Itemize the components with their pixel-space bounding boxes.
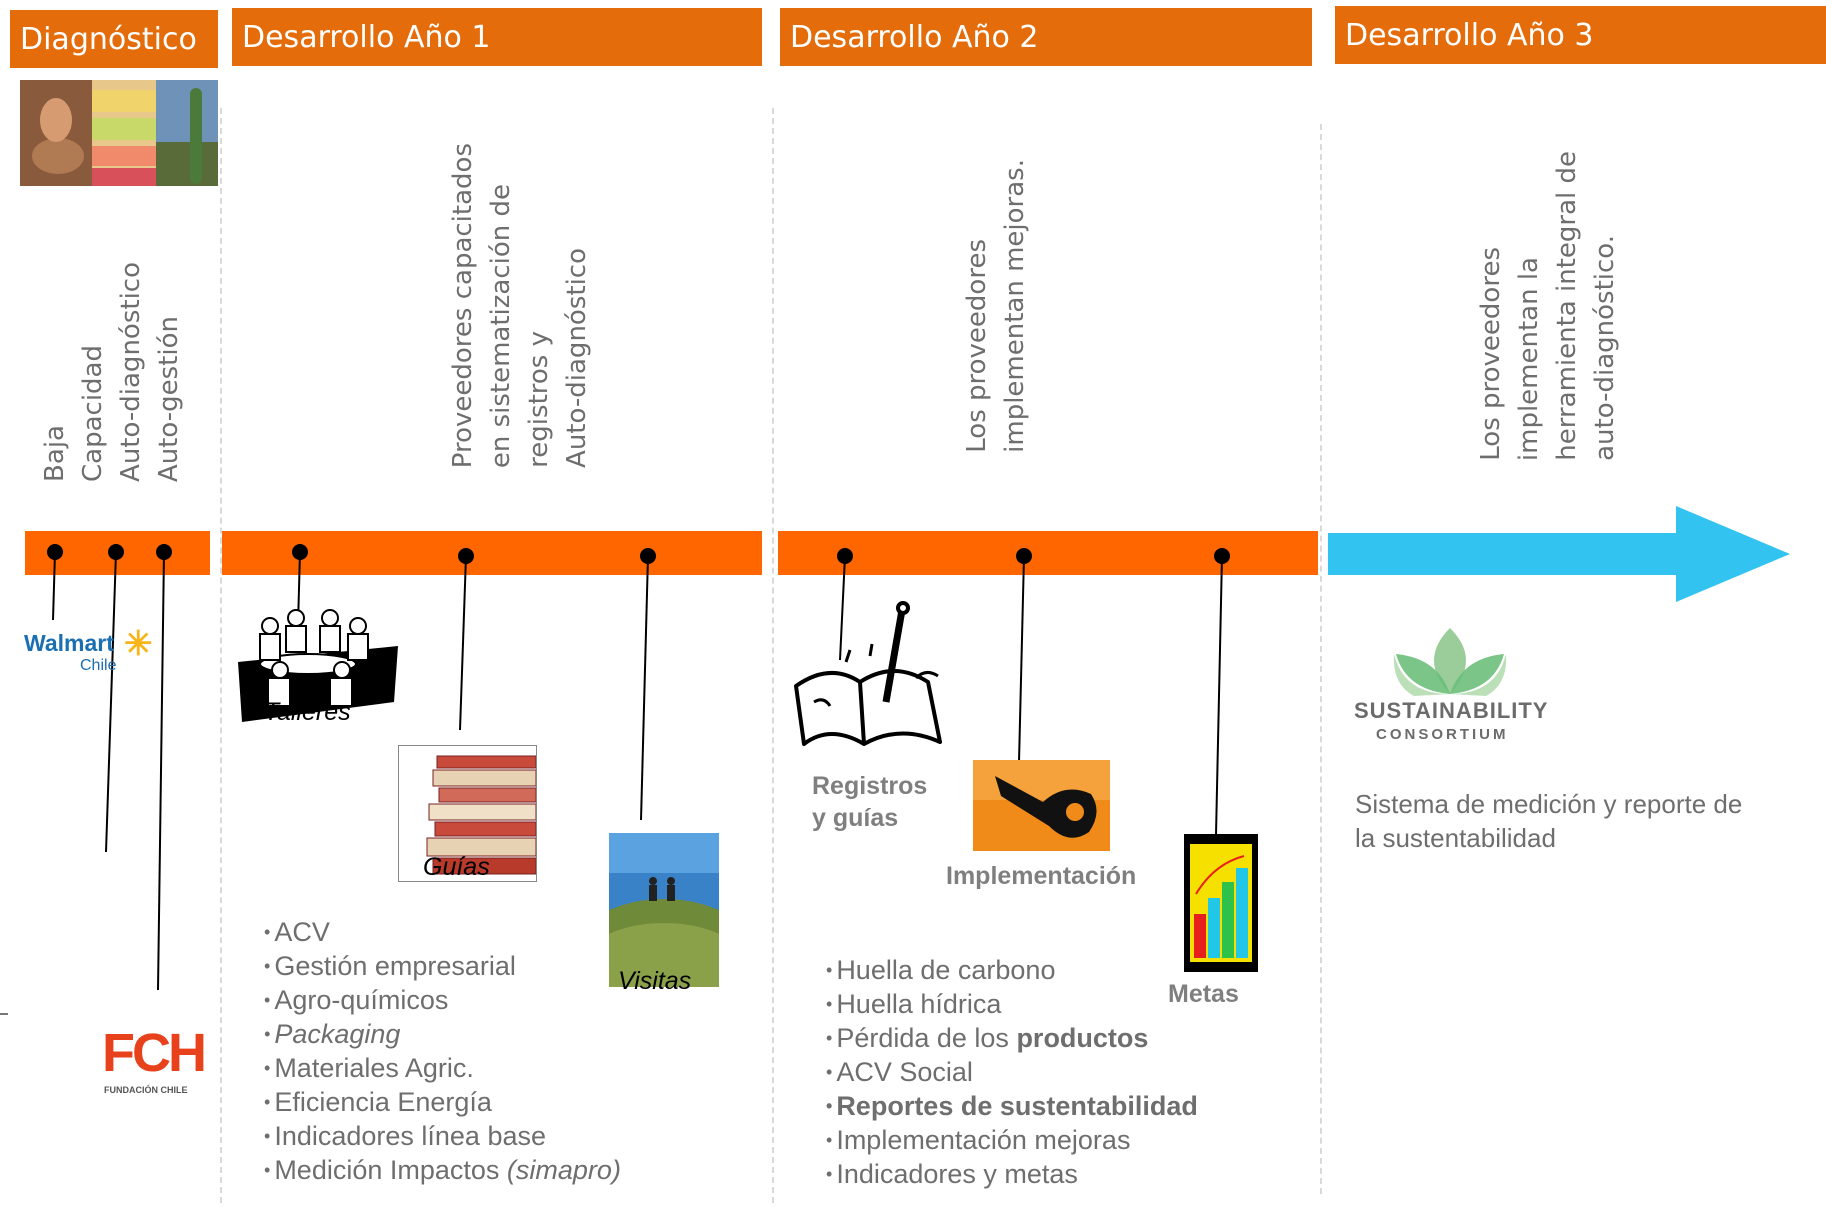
sustainability-consortium-logo: SUSTAINABILITY CONSORTIUM bbox=[1354, 624, 1554, 748]
walmart-logo-sub: Chile bbox=[80, 657, 117, 674]
list-item: Pérdida de los productos bbox=[826, 1021, 1198, 1055]
timeline-dot bbox=[837, 548, 853, 564]
timeline-dot bbox=[1214, 548, 1230, 564]
walmart-spark-icon: ✳ bbox=[124, 625, 153, 663]
list-item: Packaging bbox=[264, 1017, 621, 1051]
header-diagnostico: Diagnóstico bbox=[10, 10, 218, 68]
walmart-logo: Walmart ✳ Chile bbox=[24, 625, 164, 680]
left-tick-mark bbox=[0, 1013, 8, 1015]
visitas-image bbox=[609, 833, 719, 987]
metas-chart-image bbox=[1184, 834, 1258, 972]
guias-caption: Guías bbox=[423, 853, 490, 881]
list-item: Materiales Agric. bbox=[264, 1051, 621, 1085]
list-item: Eficiencia Energía bbox=[264, 1085, 621, 1119]
timeline-dot bbox=[458, 548, 474, 564]
diagnostico-photo-collage bbox=[20, 80, 218, 186]
header-ano-3: Desarrollo Año 3 bbox=[1335, 6, 1826, 64]
timeline-bar-ano-1 bbox=[222, 531, 762, 575]
timeline-dot bbox=[47, 544, 63, 560]
timeline-dot bbox=[292, 544, 308, 560]
list-item-text: Pérdida de los bbox=[836, 1023, 1017, 1053]
fch-logo: FCH FUNDACIÓN CHILE bbox=[100, 1025, 220, 1101]
list-item: Huella hídrica bbox=[826, 987, 1198, 1021]
list-item: ACV Social bbox=[826, 1055, 1198, 1089]
header-ano-2: Desarrollo Año 2 bbox=[780, 8, 1312, 66]
sc-logo-text-1: SUSTAINABILITY bbox=[1354, 698, 1549, 723]
registros-book-clipart bbox=[790, 598, 946, 758]
talleres-caption: Talleres bbox=[264, 698, 351, 726]
list-item-text: Medición Impactos bbox=[274, 1155, 507, 1185]
list-item: Medición Impactos (simapro) bbox=[264, 1153, 621, 1187]
timeline-dot bbox=[108, 544, 124, 560]
header-ano-1: Desarrollo Año 1 bbox=[232, 8, 762, 66]
timeline-arrow-ano-3 bbox=[1328, 506, 1790, 602]
implementacion-wrench-image bbox=[973, 760, 1110, 851]
guias-books-image bbox=[398, 745, 537, 882]
timeline-dot bbox=[1016, 548, 1032, 564]
visitas-caption: Visitas bbox=[618, 967, 692, 995]
timeline-dot bbox=[640, 548, 656, 564]
walmart-logo-text: Walmart bbox=[24, 630, 114, 656]
lotus-icon bbox=[1393, 628, 1507, 696]
registros-caption-text: Registros y guías bbox=[812, 772, 928, 832]
list-item: Agro-químicos bbox=[264, 983, 621, 1017]
list-item-text: Packaging bbox=[274, 1019, 401, 1049]
sc-logo-text-2: CONSORTIUM bbox=[1376, 726, 1509, 743]
divider-2 bbox=[772, 108, 774, 1203]
timeline-dot bbox=[156, 544, 172, 560]
list-item: Indicadores línea base bbox=[264, 1119, 621, 1153]
implementacion-caption: Implementación bbox=[946, 862, 1137, 890]
fch-logo-text: FCH bbox=[102, 1023, 207, 1083]
list-item: ACV bbox=[264, 915, 621, 949]
divider-1 bbox=[220, 108, 222, 1203]
registros-caption-line-1: Registros y guías bbox=[812, 770, 927, 834]
year1-topics-list: ACV Gestión empresarial Agro-químicos Pa… bbox=[264, 915, 621, 1187]
list-item: Gestión empresarial bbox=[264, 949, 621, 983]
list-item: Indicadores y metas bbox=[826, 1157, 1198, 1191]
fch-logo-sub: FUNDACIÓN CHILE bbox=[104, 1085, 188, 1095]
talleres-clipart bbox=[234, 604, 400, 726]
year3-description: Sistema de medición y reporte de la sust… bbox=[1355, 789, 1743, 853]
list-item: Huella de carbono bbox=[826, 953, 1198, 987]
year2-topics-list: Huella de carbono Huella hídrica Pérdida… bbox=[826, 953, 1198, 1191]
list-item: Implementación mejoras bbox=[826, 1123, 1198, 1157]
list-item: Reportes de sustentabilidad bbox=[826, 1089, 1198, 1123]
list-item-italic-text: (simapro) bbox=[506, 1155, 621, 1185]
list-item-bold-text: productos bbox=[1016, 1023, 1149, 1053]
divider-3 bbox=[1320, 124, 1322, 1194]
